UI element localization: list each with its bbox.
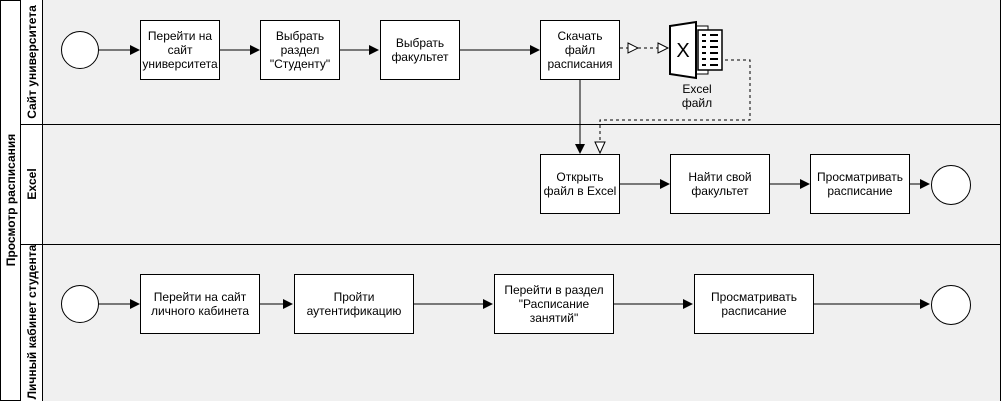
association-marker-3	[594, 141, 606, 155]
end-event-excel[interactable]	[931, 165, 971, 205]
task-view-schedule-excel[interactable]: Просматривать расписание	[810, 154, 910, 214]
svg-text:X: X	[676, 40, 689, 62]
lane-header-excel	[20, 124, 43, 245]
task-choose-section[interactable]: Выбрать раздел "Студенту"	[260, 20, 340, 80]
pool-header	[0, 0, 21, 401]
task-go-to-cabinet[interactable]: Перейти на сайт личного кабинета	[140, 274, 260, 334]
task-choose-faculty[interactable]: Выбрать факультет	[380, 20, 460, 80]
task-find-faculty[interactable]: Найти свой факультет	[670, 154, 770, 214]
task-authenticate[interactable]: Пройти аутентификацию	[294, 274, 414, 334]
association-marker-1	[627, 42, 640, 54]
start-event-cabinet[interactable]	[61, 285, 99, 323]
task-go-to-section[interactable]: Перейти в раздел "Расписание занятий"	[494, 274, 614, 334]
lane-header-student-cabinet	[20, 244, 43, 401]
start-event-university[interactable]	[61, 31, 99, 69]
association-marker-2	[657, 42, 670, 54]
association-file-to-open	[599, 59, 751, 142]
excel-file-label: Excel файл	[681, 82, 713, 110]
task-view-schedule-cabinet[interactable]: Просматривать расписание	[694, 274, 814, 334]
lane-header-university-site	[20, 0, 43, 124]
excel-file-icon: X	[669, 20, 723, 80]
end-event-cabinet[interactable]	[931, 285, 971, 325]
task-open-in-excel[interactable]: Открыть файл в Excel	[540, 154, 620, 214]
task-go-to-site[interactable]: Перейти на сайт университета	[140, 20, 220, 80]
task-download-schedule[interactable]: Скачать файл расписания	[540, 20, 620, 80]
